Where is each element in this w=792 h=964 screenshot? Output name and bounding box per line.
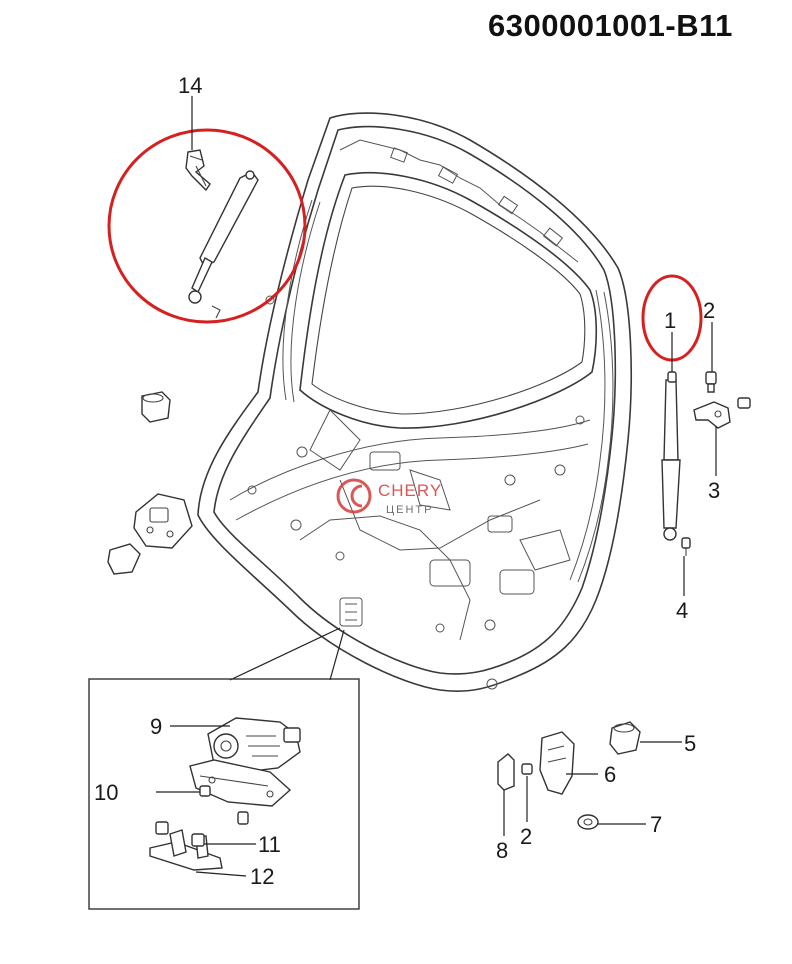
callout-14: 14	[178, 73, 202, 98]
callout-2b: 2	[520, 824, 532, 849]
watermark-sub: ЦЕНТР	[386, 504, 433, 516]
part-5-bumper-stop	[609, 721, 641, 755]
part-7-nut	[577, 814, 599, 830]
part-1-gas-strut	[661, 371, 681, 541]
callout-7: 7	[650, 812, 662, 837]
tailgate-panel	[197, 112, 632, 693]
part-10-screw	[199, 785, 211, 797]
callout-2a: 2	[703, 298, 715, 323]
part-14-highlight-circle	[107, 128, 307, 324]
watermark-logo: CHERY ЦЕНТР	[336, 478, 442, 516]
callout-5: 5	[684, 731, 696, 756]
callout-8: 8	[496, 838, 508, 863]
part-8-clip	[497, 753, 515, 791]
hinge-left	[107, 493, 193, 575]
part-3-bracket	[693, 397, 751, 429]
part-2-bolt-lower	[521, 763, 533, 775]
part-12-striker	[149, 829, 223, 871]
part-2-bolt-upper	[705, 371, 717, 393]
callout-11: 11	[258, 832, 281, 857]
part-6-trim-piece	[539, 731, 575, 795]
latch-detail-box	[88, 678, 360, 910]
part-14-gas-strut	[185, 149, 259, 319]
part-11-bolts	[155, 811, 249, 847]
callout-12: 12	[250, 864, 274, 889]
watermark-brand: CHERY	[378, 481, 442, 500]
callout-10: 10	[94, 780, 118, 805]
part-4-screw	[681, 537, 691, 556]
diagram-code: 6300001001-B11	[488, 8, 733, 43]
bumper-stop-left	[141, 391, 171, 423]
callout-1: 1	[664, 308, 676, 333]
callout-6: 6	[604, 762, 616, 787]
callout-9: 9	[150, 714, 162, 739]
callout-4: 4	[676, 598, 688, 623]
part-9-latch-motor	[207, 717, 301, 773]
callout-3: 3	[708, 478, 720, 503]
